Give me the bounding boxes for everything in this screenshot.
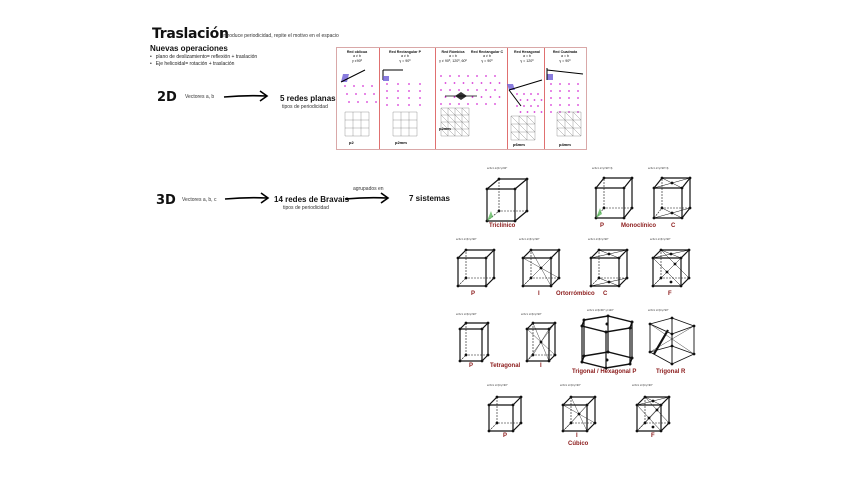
cell-ortho-i (521, 248, 561, 288)
cap-cubic-p: a=b=c α=β=γ=90° (487, 384, 508, 387)
page-title: Traslación (152, 26, 229, 42)
group-p6mm: p6mm (513, 142, 525, 147)
label-tetragonal: Tetragonal (490, 363, 521, 369)
cap-ortho-p: a≠b≠c α=β=γ=90° (456, 238, 477, 241)
arrow-2d (223, 90, 269, 102)
cap-monoclinic-c: a≠b≠c α=γ=90°≠β (648, 167, 669, 170)
cap-ortho-i: a≠b≠c α=β=γ=90° (519, 238, 540, 241)
cap-monoclinic-p: a≠b≠c α=γ=90°≠β (592, 167, 613, 170)
label-monoclinic: Monoclínico (621, 223, 656, 229)
cell-hexagonal (580, 314, 634, 370)
arrow-3d-2 (344, 192, 390, 204)
cap-hexagonal: a=b≠c α=β=90° γ=120° (587, 309, 614, 312)
label-monoclinic-c: C (671, 223, 676, 229)
label-ortho-c: C (603, 291, 608, 297)
label-ortho-f: F (668, 291, 672, 297)
label-cubic-p: P (503, 433, 508, 439)
operations-heading: Nuevas operaciones (150, 44, 228, 53)
label-hexagonal: Trigonal / Hexagonal P (572, 369, 637, 375)
arrow-3d-1 (224, 192, 270, 204)
cell-cubic-p (487, 395, 523, 433)
group-p2: p2 (349, 140, 354, 145)
operation-item: Eje helicoidal= rotación + traslación (150, 61, 257, 67)
label-orthorhombic: Ortorrómbico (556, 291, 595, 297)
systems-count: 7 sistemas (409, 194, 450, 203)
cell-monoclinic-c (652, 176, 692, 220)
label-monoclinic-p: P (600, 223, 605, 229)
label-cubic-f: F (651, 433, 655, 439)
label-tetra-i: I (540, 363, 542, 369)
group-p2mm: p2mm (395, 140, 407, 145)
label-ortho-i: I (538, 291, 540, 297)
cap-tetra-i: a=b≠c α=β=γ=90° (521, 313, 542, 316)
cap-cubic-f: a=b=c α=β=γ=90° (632, 384, 653, 387)
cap-triclinic: a≠b≠c α≠β≠γ≠90° (487, 167, 508, 170)
label-tetra-p: P (469, 363, 474, 369)
label-2d: 2D (157, 90, 177, 105)
cap-ortho-c: a≠b≠c α=β=γ=90° (588, 238, 609, 241)
label-cubic-i: I (576, 433, 578, 439)
planar-lattices-drawing: p2 p2mm p2mm p6mm p4mm (340, 68, 584, 147)
cell-tetra-p (458, 321, 490, 363)
label-triclinic: Triclínico (489, 223, 516, 229)
cell-tetra-i (525, 321, 557, 363)
cell-monoclinic-p (594, 176, 634, 220)
planar-lattices-sub: tipos de periodicidad (282, 104, 328, 110)
cell-cubic-f (635, 395, 671, 433)
group-p2mm-rhombic: p2mm (439, 126, 451, 131)
vectors-2d: Vectores a, b (185, 94, 215, 100)
label-3d: 3D (156, 193, 176, 208)
label-trigonal: Trigonal R (656, 369, 686, 375)
label-cubic: Cúbico (568, 441, 589, 447)
cell-cubic-i (561, 395, 597, 433)
cell-ortho-f (651, 248, 691, 288)
page-subtitle: Introduce periodicidad, repite el motivo… (222, 33, 339, 39)
operations-list: plano de deslizamiento= reflexión + tras… (150, 54, 257, 68)
group-p4mm: p4mm (559, 142, 571, 147)
label-ortho-p: P (471, 291, 476, 297)
cap-cubic-i: a=b=c α=β=γ=90° (560, 384, 581, 387)
cap-trigonal: a=b=c α=β=γ≠90° (648, 309, 669, 312)
operation-item: plano de deslizamiento= reflexión + tras… (150, 54, 257, 60)
cell-ortho-p (456, 248, 496, 288)
cell-ortho-c (589, 248, 629, 288)
cap-tetra-p: a=b≠c α=β=γ=90° (456, 313, 477, 316)
cap-ortho-f: a≠b≠c α=β=γ=90° (650, 238, 671, 241)
planar-lattices-count: 5 redes planas (280, 94, 336, 103)
grouped-label: agrupados en (353, 186, 384, 192)
cell-trigonal-r (648, 316, 696, 366)
cell-triclinic (485, 177, 529, 223)
bravais-count: 14 redes de Bravais (274, 195, 350, 204)
vectors-3d: Vectores a, b, c (182, 197, 217, 203)
bravais-sub: tipos de periodicidad (283, 205, 329, 211)
